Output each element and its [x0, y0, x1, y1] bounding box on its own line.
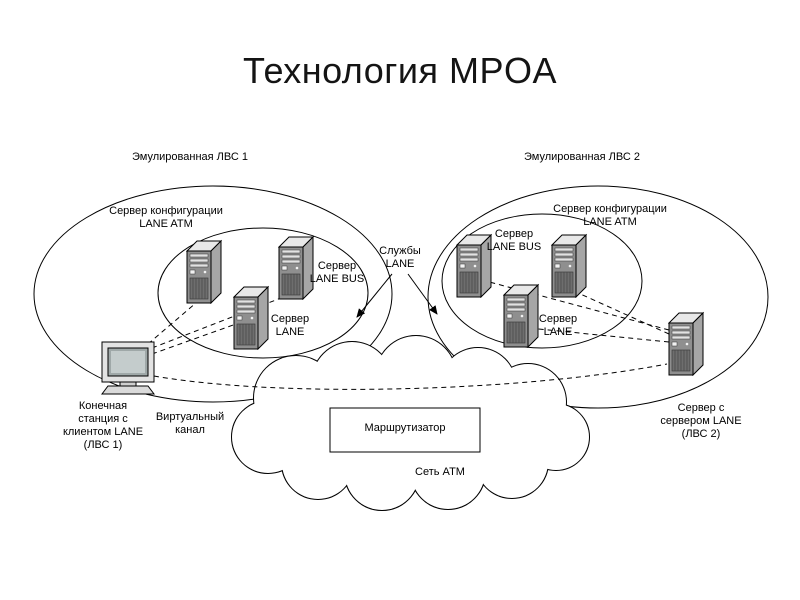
- config-server2-label: Сервер конфигурации LANE ATM: [553, 203, 667, 228]
- dashed-link: [147, 301, 198, 345]
- elan-ellipses: [33, 185, 769, 409]
- arrow-line-right: [407, 273, 438, 315]
- atm-cloud-shape: [231, 335, 590, 511]
- router-label: Маршрутизатор: [364, 422, 446, 434]
- server-lane-bus2-label: Сервер LANE BUS: [486, 228, 542, 253]
- dashed-link: [151, 323, 237, 355]
- dashed-link: [528, 327, 670, 343]
- end-station-label: Конечная станция с клиентом LANE (ЛВС 1): [62, 400, 144, 451]
- server-lane1-label: Сервер LANE: [270, 313, 310, 338]
- dashed-links: [147, 279, 670, 355]
- server-lane2-label: Сервер LANE: [538, 313, 578, 338]
- server-tower-icon: [233, 286, 269, 350]
- server-tower-icon: [551, 234, 587, 298]
- virtual-channel-label: Виртуальный канал: [155, 411, 225, 436]
- router-box: [329, 407, 481, 453]
- elan1-label: Эмулированная ЛВС 1: [132, 151, 248, 163]
- server-tower-icon: [186, 240, 222, 304]
- server-lane-bus1-label: Сервер LANE BUS: [309, 260, 365, 285]
- lane-services-label: Службы LANE: [379, 245, 421, 270]
- lane-server2-label: Сервер с сервером LANE (ЛВС 2): [660, 402, 742, 440]
- elan2-label: Эмулированная ЛВС 2: [524, 151, 640, 163]
- arrow-line-left: [356, 273, 393, 318]
- atm-network-label: Сеть ATM: [415, 466, 465, 478]
- elan2-inner-ellipse: [441, 213, 643, 349]
- lane-services-arrows: [356, 273, 438, 318]
- elan1-outer-ellipse: [33, 185, 393, 403]
- elan1-inner-ellipse: [157, 227, 369, 359]
- config-server1-label: Сервер конфигурации LANE ATM: [109, 205, 223, 230]
- page-title: Технология MPOA: [243, 50, 557, 91]
- workstation-monitor-icon: [101, 341, 155, 395]
- dashed-link: [575, 291, 670, 335]
- virtual-channel-line: [153, 363, 668, 390]
- server-tower-icon: [668, 312, 704, 376]
- elan2-outer-ellipse: [427, 185, 769, 409]
